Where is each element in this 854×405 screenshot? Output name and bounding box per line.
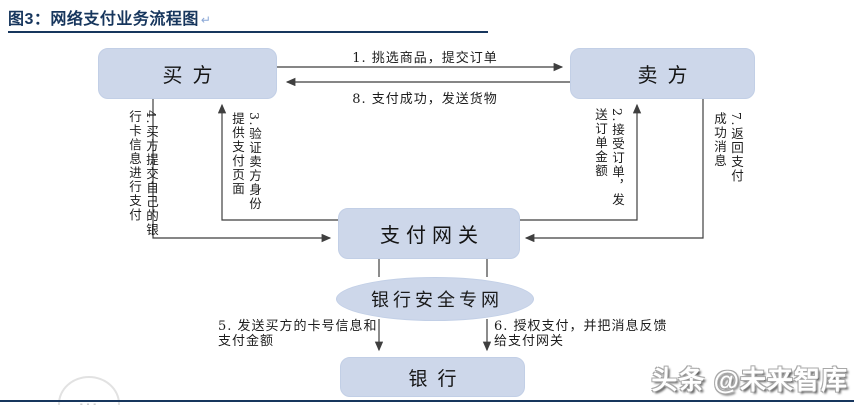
node-buyer-label: 买方 <box>162 63 223 87</box>
figure-header: 图3：网络支付业务流程图↵ <box>8 5 211 29</box>
node-seller-label: 卖方 <box>637 63 698 87</box>
arrow-4-buyer-to-gateway <box>152 97 332 243</box>
edge-label-6: 6. 授权支付，并把消息反馈 给支付网关 <box>494 319 668 349</box>
node-bank-secure-network-label: 银行安全专网 <box>371 290 503 311</box>
edge-label-5: 5. 发送买方的卡号信息和 支付金额 <box>218 319 378 349</box>
node-payment-gateway-label: 支付网关 <box>380 223 484 247</box>
node-buyer: 买方 <box>98 48 277 99</box>
edge-label-4: 4.买方提交自己的银行卡信息进行支付 <box>127 110 159 237</box>
figure-title: 图3：网络支付业务流程图 <box>8 11 199 28</box>
node-payment-gateway: 支付网关 <box>338 208 520 259</box>
edge-label-7: 7.返回支付成功消息 <box>712 112 744 183</box>
node-bank-secure-network: 银行安全专网 <box>336 277 534 321</box>
toutiao-watermark: 头条 @未来智库 <box>651 365 848 395</box>
edge-label-2: 2.接受订单，发送订单金额 <box>593 108 625 207</box>
node-seller: 卖方 <box>570 48 755 99</box>
edge-label-1: 1. 挑选商品，提交订单 <box>352 51 498 66</box>
edge-label-8: 8. 支付成功，发送货物 <box>352 92 498 107</box>
ellipsis-icon: ⋯ <box>78 392 100 405</box>
arrow-2-gateway-seller-link <box>518 103 642 221</box>
edge-label-3: 3.验证卖方身份提供支付页面 <box>230 112 262 211</box>
node-bank: 银行 <box>340 357 525 397</box>
arrow-3-gateway-to-buyer <box>217 103 338 221</box>
return-mark-icon: ↵ <box>200 13 211 27</box>
node-bank-label: 银行 <box>408 367 467 390</box>
bottom-border-line <box>0 400 854 402</box>
arrow-7-seller-gateway-link <box>524 97 704 243</box>
title-underline <box>8 31 488 33</box>
